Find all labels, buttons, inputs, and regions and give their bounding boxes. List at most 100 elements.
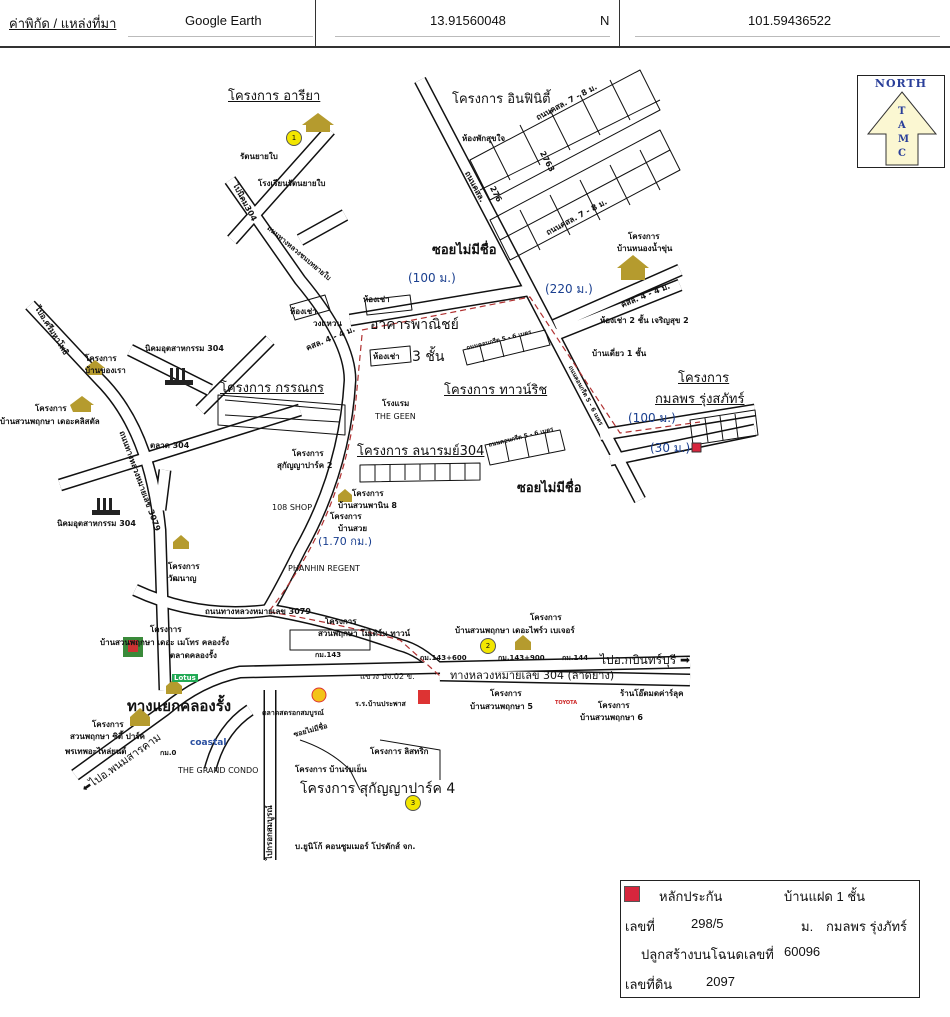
map-label: วัฒนาญ [168,574,197,583]
km-marker: กม.143+600 [420,654,467,662]
land-no: 2097 [706,974,735,989]
map-label: ถนนทางหลวงหมายเลข 3079 [205,607,311,616]
latitude-hemisphere: N [600,13,610,28]
longitude-value: 101.59436522 [748,13,832,28]
km-marker: กม.0 [160,749,177,757]
km-marker: กม.143+900 [498,654,545,662]
coordinate-header: ค่าพิกัด / แหล่งที่มา Google Earth 13.91… [0,0,950,48]
project-house-icons [70,113,649,726]
north-title: NORTH [874,77,928,90]
north-letter: C [898,148,906,159]
map-label: นิคมอุตสาหกรรม 304 [145,344,224,353]
map-label: โครงการ [678,371,730,386]
route-dashed-line [269,296,701,677]
map-label: บ้านของเรา [85,366,126,375]
map-label: ทางหลวงหมายเลข 304 (ลาดยาง) [450,669,615,682]
distance-label: (100 ม.) [408,271,456,285]
map-label: โรงเรียนรัตนยายใบ [258,179,326,188]
map-label: PHANHIN REGENT [288,564,360,573]
map-label: นิคมอุตสาหกรรม 304 [57,519,136,528]
coord-label: ค่าพิกัด / แหล่งที่มา [9,16,117,31]
map-label: โครงการ ลิสทริก [370,747,429,756]
village-label: ม. [801,919,814,934]
map-label: โครงการ อินฟินิตี้ [452,92,551,107]
map-label: 3 ชั้น [412,349,445,365]
hardware-store-logo [418,690,430,704]
map-label: วงแหวน [313,319,342,328]
km-marker: กม.144 [562,654,589,662]
map-label: โครงการ อารียา [228,89,321,104]
map-label: โครงการ [490,689,522,698]
map-label: สวนพฤกษา โมเดิร์น ทาวน์ [318,629,411,638]
map-label: โครงการ [598,701,630,710]
north-letter: M [898,134,910,145]
distance-label: (30 ม.) [650,441,691,455]
map-label: โครงการ [530,613,562,622]
map-label: โครงการ [352,489,384,498]
map-label: บ้านสวนพฤกษา 5 [470,702,533,711]
coastal-logo: coastal [190,738,227,748]
north-arrow: NORTH T A M C [857,75,945,168]
distance-label: (1.70 กม.) [318,535,372,548]
road-network [25,69,759,860]
marker-2: 2 [480,638,496,654]
north-letter: A [898,120,906,131]
marker-1: 1 [286,130,302,146]
map-label: THE GRAND CONDO [178,766,259,775]
km-marker: กม.143 [315,651,342,659]
map-label: โครงการ สุกัญญาปาร์ค 4 [300,781,456,797]
map-label: ตลาดคลองรั้ง [170,651,217,660]
house-no: 298/5 [691,916,724,931]
map-label: โครงการ ลนารมย์304 [357,444,485,459]
map-label: โรงแรม [382,399,410,408]
map-label: บ้านสวนพฤกษา เดอะไพร์ว เบเจอร์ [455,626,575,635]
land-no-label: เลขที่ดิน [625,977,673,992]
coord-source: Google Earth [185,13,262,28]
factory-icons [92,368,193,515]
map-label: บ้านสวนพานิน 8 [338,501,397,510]
collateral-legend: หลักประกัน บ้านแฝด 1 ชั้น เลขที่ 298/5 ม… [620,880,920,998]
map-label: พรเทพอะไหล่ยนต์ [65,747,127,756]
latitude-value: 13.91560048 [430,13,506,28]
map-label: โครงการ ทาวน์ริช [444,383,548,398]
map-label: โครงการ [330,512,362,521]
map-label: ซอยไม่มีชื่อ [432,243,497,258]
map-label: แขวง ปจ.02 ข. [360,672,415,681]
map-label: โครงการ [325,617,357,626]
map-label: โครงการ บ้านร่มเย็น [295,765,367,774]
map-label: สุกัญญาปาร์ค 2 [277,461,333,470]
map-label: โครงการ [628,232,660,241]
map-label: ร้านโอ๊ตมดค่าร์ลุค [620,689,684,698]
marker-3: 3 [405,795,421,811]
lotus-logo: Lotus [172,674,198,682]
lot-grid [217,69,759,791]
map-label: ห้องเช่า [373,352,400,361]
map-label: ห้องเช่า [290,307,317,316]
map-label: โครงการ [292,449,324,458]
arrow-up-icon [866,91,938,166]
junction-label: ทางแยกคลองรั้ง [127,697,232,715]
north-letter: T [898,106,906,117]
map-label: 108 SHOP [272,503,313,512]
deed-no: 60096 [784,944,821,959]
map-label: ตลาด 304 [150,441,190,450]
map-label: ห้องเช่า 2 ชั้น เจริญสุข 2 [600,316,689,325]
map-label: บ้านเดี่ยว 1 ชั้น [592,349,647,358]
location-map: NORTH T A M C 1 2 3 โครงการ อารียา รัตนย… [0,50,950,1017]
map-label: THE GEEN [375,412,416,421]
map-label: โครงการ [92,720,124,729]
map-label: ซอยไม่มีชื่อ [517,481,582,496]
collateral-label: หลักประกัน [659,889,723,904]
map-label: ห้องเช่า [363,295,390,304]
house-no-label: เลขที่ [625,919,655,934]
distance-label: (100 ม.) [628,411,676,425]
map-label: โครงการ [168,562,200,571]
map-label: บ้านสวย [338,524,368,533]
map-label: ไปกรอกสมบูรณ์ [265,805,274,860]
map-label: บ้านหนองน้ำขุ่น [617,244,673,253]
property-type: บ้านแฝด 1 ชั้น [784,889,866,904]
map-label: ตลาดสดรอกสมบูรณ์ [262,709,324,717]
map-label: บ้านสวนพฤกษา เดอะ เมโทร คลองรั้ง [100,638,230,647]
map-label: ไปอ.กบินทร์บุรี ➡ [600,653,691,667]
map-label: บ้านสวนพฤกษา เดอะคลิสตัล [0,417,100,426]
